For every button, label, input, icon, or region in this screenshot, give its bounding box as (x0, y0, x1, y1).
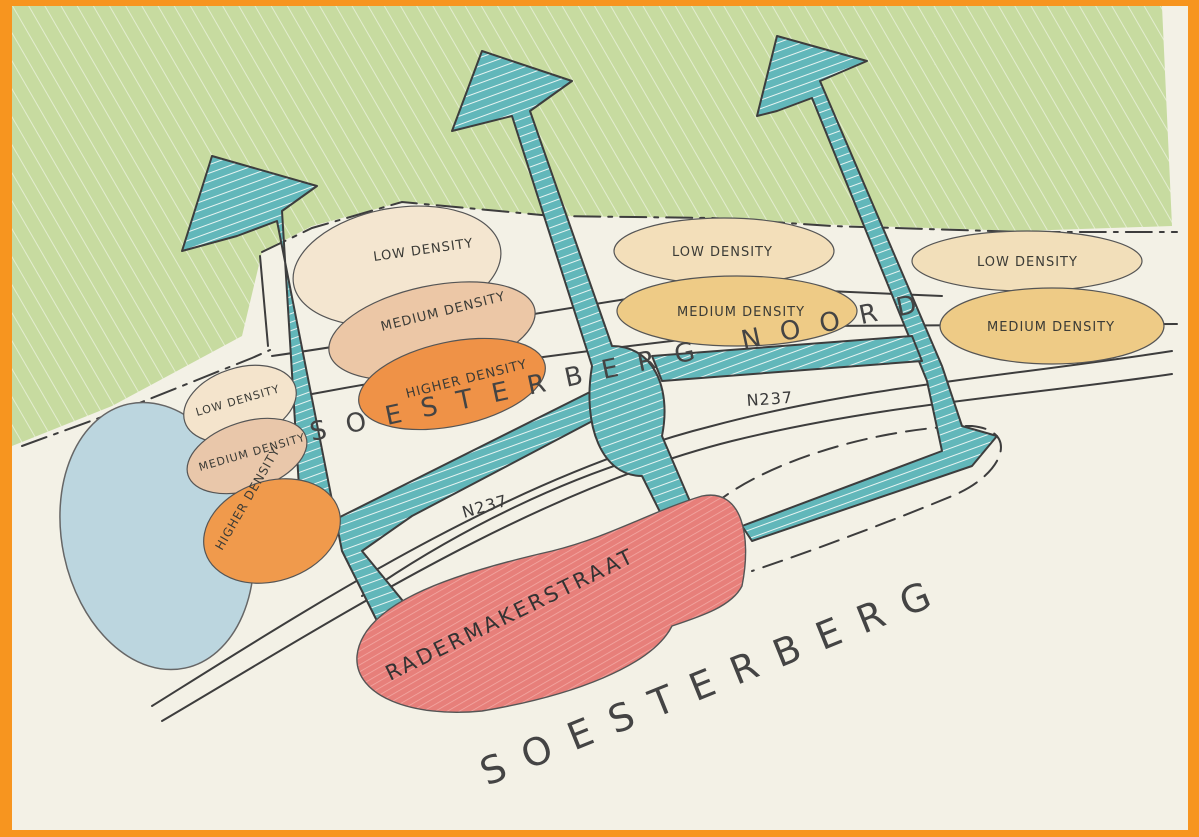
boundary-corner (259, 255, 269, 347)
label-n237-right: N237 (746, 388, 794, 410)
medium-density-oval-right-b (939, 287, 1165, 365)
left-cluster (183, 364, 341, 584)
higher-density-oval-mid (358, 337, 546, 431)
right-cluster-b (911, 230, 1165, 365)
boundary-line (21, 200, 1178, 447)
label-low-density-right-b: LOW DENSITY (977, 255, 1078, 270)
right-cluster-a (613, 217, 858, 347)
label-medium-density-right-b: MEDIUM DENSITY (987, 320, 1115, 335)
label-medium-density-right-a: MEDIUM DENSITY (677, 305, 805, 320)
dashed-loop (711, 424, 1002, 572)
green-open-space (12, 6, 1172, 446)
higher-density-oval-left (203, 478, 341, 584)
medium-density-oval-right-a (616, 275, 858, 347)
arrow-right (741, 35, 998, 542)
sketch-map: LOW DENSITY MEDIUM DENSITY HIGHER DENSIT… (12, 6, 1188, 830)
middle-cluster (292, 205, 546, 431)
label-n237-center: N237 (460, 491, 510, 522)
arrow-connector (651, 335, 923, 382)
label-low-density-right-a: LOW DENSITY (672, 245, 773, 260)
radermakerstraat-zone (356, 494, 747, 713)
